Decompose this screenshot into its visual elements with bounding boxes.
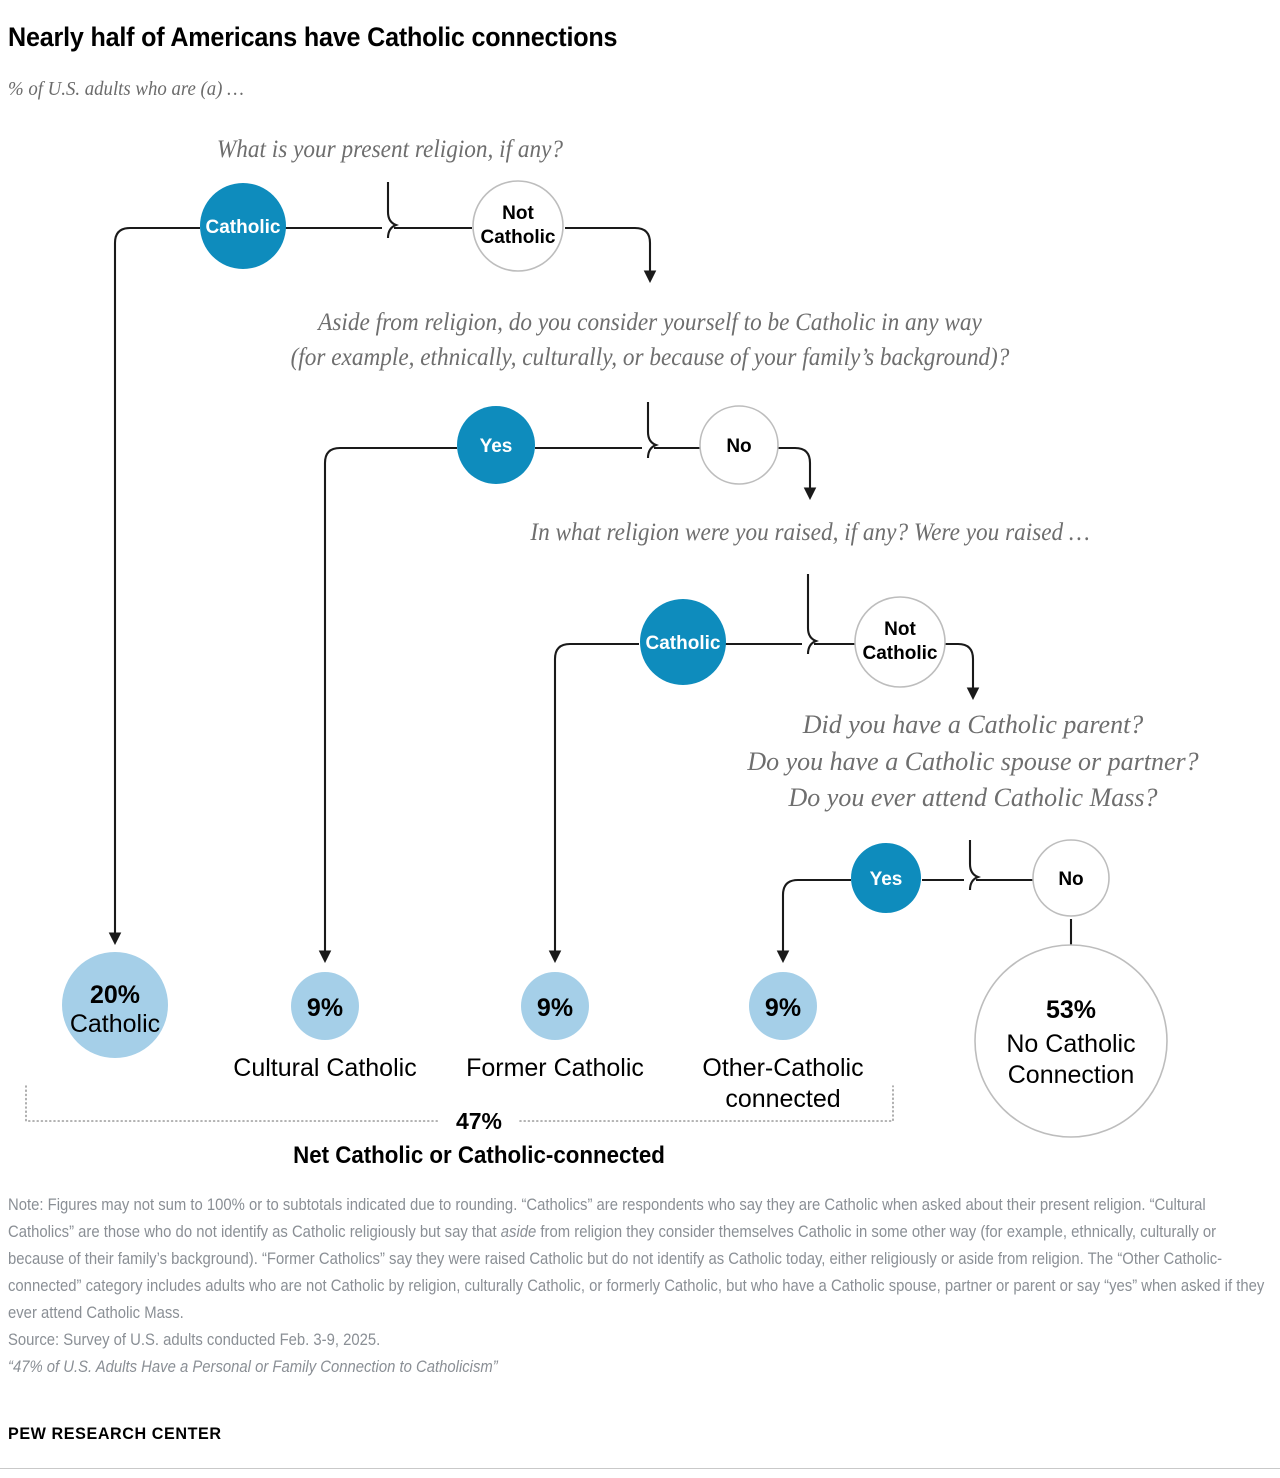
source-line: Source: Survey of U.S. adults conducted … — [8, 1331, 381, 1349]
notes-block: Note: Figures may not sum to 100% or to … — [8, 1192, 1272, 1381]
link-notcatholic-to-question2 — [565, 226, 657, 284]
outcome-value: 20% — [90, 981, 140, 1009]
outcome-former-catholic[interactable]: 9% Former Catholic — [466, 972, 644, 1082]
outcome-other-catholic-connected[interactable]: 9% Other-Catholic connected — [702, 972, 864, 1113]
node-cultural-yes[interactable]: Yes — [457, 406, 535, 484]
net-bracket: 47% Net Catholic or Catholic-connected — [25, 1085, 894, 1168]
outcome-label-line2: connected — [725, 1085, 840, 1113]
bottom-divider — [0, 1468, 1280, 1469]
note-paragraph: Note: Figures may not sum to 100% or to … — [8, 1192, 1272, 1327]
note-text-part2: from religion they consider themselves C… — [8, 1223, 1265, 1322]
node-label-line2: Catholic — [863, 643, 938, 664]
page-title: Nearly half of Americans have Catholic c… — [8, 22, 618, 52]
node-other-connection-no[interactable]: No — [1032, 839, 1110, 917]
report-title-line: “47% of U.S. Adults Have a Personal or F… — [8, 1358, 498, 1376]
node-present-religion-catholic[interactable]: Catholic — [200, 183, 286, 269]
question-2-line2: (for example, ethnically, culturally, or… — [291, 343, 1010, 371]
branch-tick-4 — [968, 840, 981, 891]
node-label: No — [1058, 869, 1083, 890]
note-text-part1: Note: Figures may not sum to 100% or to … — [8, 1196, 1206, 1241]
link-yes4-to-outcome-other-connected — [776, 878, 851, 964]
question-3-text: In what religion were you raised, if any… — [529, 518, 1089, 546]
pew-research-center-footer: PEW RESEARCH CENTER — [8, 1424, 222, 1443]
outcome-catholic[interactable]: 20% Catholic — [62, 952, 168, 1058]
question-4-line1: Did you have a Catholic parent? — [802, 710, 1144, 739]
question-4-line3: Do you ever attend Catholic Mass? — [788, 783, 1158, 812]
node-raised-catholic[interactable]: Catholic — [640, 599, 726, 685]
outcome-value: 9% — [307, 994, 343, 1022]
link-no2-to-question3 — [778, 446, 817, 501]
link-yes2-to-outcome-cultural — [318, 446, 457, 964]
node-label: Catholic — [646, 633, 721, 654]
branch-tick-2 — [646, 402, 659, 459]
net-value: 47% — [456, 1108, 502, 1134]
outcome-value: 9% — [765, 994, 801, 1022]
node-label: Yes — [870, 869, 903, 890]
outcome-label-line1: No Catholic — [1006, 1030, 1135, 1058]
node-label: Catholic — [206, 217, 281, 238]
link-raised-catholic-to-outcome-former — [548, 642, 639, 964]
outcome-label: Former Catholic — [466, 1054, 644, 1082]
outcome-value: 53% — [1046, 996, 1096, 1024]
outcome-cultural-catholic[interactable]: 9% Cultural Catholic — [233, 972, 417, 1082]
node-label-line2: Catholic — [481, 227, 556, 248]
node-raised-not-catholic[interactable]: Not Catholic — [854, 596, 946, 688]
branch-tick-1 — [386, 182, 399, 239]
node-label-line1: Not — [884, 619, 916, 640]
question-1-text: What is your present religion, if any? — [217, 135, 563, 163]
note-italic-word: aside — [500, 1223, 537, 1241]
question-2-line1: Aside from religion, do you consider you… — [316, 308, 982, 336]
question-4-line2: Do you have a Catholic spouse or partner… — [746, 747, 1198, 776]
link-catholic-to-outcome-catholic — [108, 226, 200, 946]
node-other-connection-yes[interactable]: Yes — [851, 843, 921, 913]
node-label: No — [726, 436, 751, 457]
node-label-line1: Not — [502, 203, 534, 224]
branch-tick-3 — [806, 574, 819, 655]
outcome-label-line2: Connection — [1008, 1061, 1134, 1089]
decision-flow-diagram: What is your present religion, if any? C… — [25, 135, 1199, 1168]
node-present-religion-not-catholic[interactable]: Not Catholic — [472, 180, 564, 272]
node-cultural-no[interactable]: No — [699, 405, 779, 485]
outcome-value: 9% — [537, 994, 573, 1022]
net-label: Net Catholic or Catholic-connected — [293, 1141, 665, 1168]
outcome-label: Cultural Catholic — [233, 1054, 416, 1082]
node-label: Yes — [480, 436, 513, 457]
outcome-label-line1: Other-Catholic — [702, 1054, 863, 1082]
page-subtitle: % of U.S. adults who are (a) … — [8, 78, 244, 100]
outcome-no-catholic-connection[interactable]: 53% No Catholic Connection — [974, 944, 1168, 1138]
outcome-label: Catholic — [70, 1010, 160, 1038]
link-raised-notcatholic-to-question4 — [943, 642, 980, 701]
